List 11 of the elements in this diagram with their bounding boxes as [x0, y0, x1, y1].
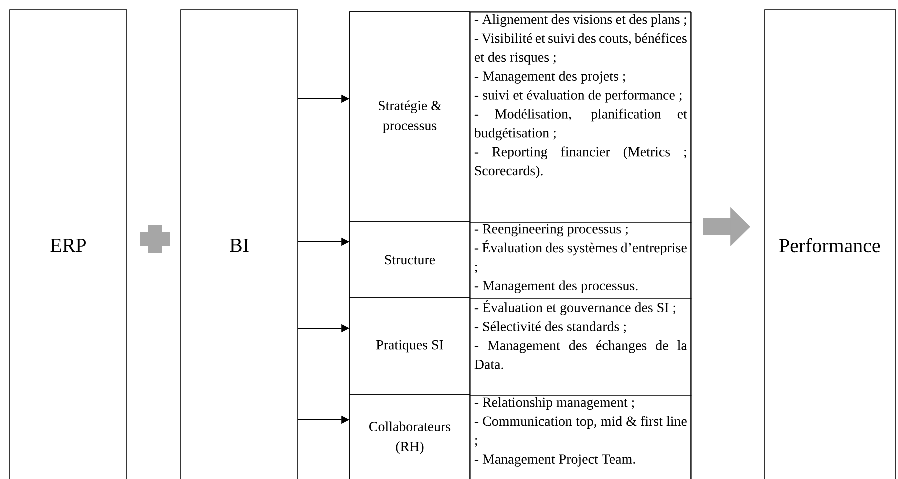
category-cell: Pratiques SI [350, 298, 470, 396]
description-cell: - Relationship management ; - Communication top, mid & first line ; - Management Project Team. [470, 395, 692, 479]
description-cell: - Reengineering processus ; - Évaluation des systèmes d’entreprise ; - Management des processus. [470, 222, 692, 299]
block-box: BI [180, 10, 298, 479]
category-cell: Stratégie & processus [350, 12, 470, 222]
block-box: ERP [10, 10, 128, 479]
category-cell: Collaborateurs (RH) [350, 394, 470, 479]
description-cell: - Alignement des visions et des plans ; - Visibilité et suivi des couts, bénéfices et des risques ; - Management des projets ; - suivi et évaluation de performance ; - Modélisation, planification et budgétisation ; - Reporting financier (Metrics ; Scorecards). [470, 12, 692, 223]
description-cell: - Évaluation et gouvernance des SI ; - Sélectivité des standards ; - Management des échanges de la Data. [470, 298, 692, 396]
category-cell: Structure [350, 222, 470, 298]
block-box: Performance [764, 10, 896, 479]
